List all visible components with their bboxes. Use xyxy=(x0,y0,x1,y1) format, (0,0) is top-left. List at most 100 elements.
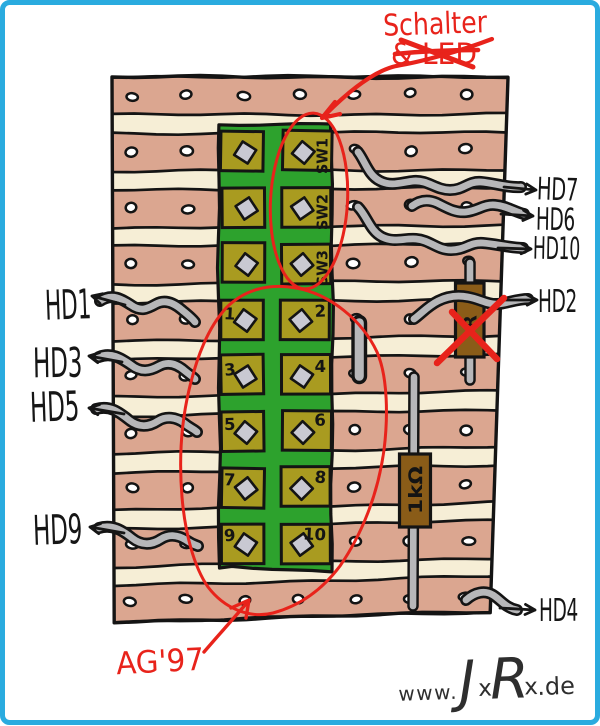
wire-hd6 xyxy=(408,197,528,218)
wire-hd2 xyxy=(410,292,532,323)
board-hole xyxy=(125,482,140,494)
board-hole xyxy=(457,142,473,155)
board-hole xyxy=(458,479,473,490)
annotation-schalter: Schalter xyxy=(383,5,489,44)
wire-hd1 xyxy=(96,293,199,326)
board-hole xyxy=(126,314,139,326)
pin-diamond xyxy=(232,140,258,165)
pin-number: 2 xyxy=(314,301,326,321)
label-hd10: HD10 xyxy=(533,231,581,268)
label-hd9: HD9 xyxy=(32,505,83,555)
board-hole xyxy=(122,596,137,608)
ag97-arrow-head xyxy=(229,598,251,620)
pin-diamond xyxy=(290,139,316,166)
board-hole xyxy=(404,255,419,269)
switch-label: SW2 xyxy=(314,194,332,230)
watermark: www. J x R x .de xyxy=(398,646,575,715)
board-hole xyxy=(236,90,252,102)
label-hd4: HD4 xyxy=(539,593,578,629)
board-hole xyxy=(349,594,363,605)
label-hd5: HD5 xyxy=(29,382,80,432)
pin-diamond xyxy=(289,251,315,278)
label-hd6: HD6 xyxy=(536,202,576,239)
pin-diamond xyxy=(288,475,315,502)
board-hole xyxy=(180,204,196,215)
label-hd3: HD3 xyxy=(33,339,83,388)
board-hole xyxy=(292,88,308,101)
arrow-hd10 xyxy=(496,242,533,256)
wire-hd10 xyxy=(354,203,527,254)
arrow-hd3 xyxy=(87,351,124,365)
pin-diamond xyxy=(290,419,316,446)
board-hole xyxy=(403,87,417,99)
pin-diamond xyxy=(288,307,314,334)
arrow-hd9 xyxy=(88,522,126,536)
schalter-arrow-head xyxy=(319,99,343,121)
pin-number: 4 xyxy=(314,357,326,376)
pin-diamond xyxy=(289,531,315,558)
arrow-hd7 xyxy=(502,182,538,196)
board-hole xyxy=(459,424,474,437)
watermark-r: R xyxy=(489,646,530,712)
board-hole xyxy=(125,91,140,103)
board-hole xyxy=(346,481,362,493)
board-hole xyxy=(181,482,195,494)
pin-number: 6 xyxy=(314,410,326,430)
pin-diamond xyxy=(233,419,259,446)
board-hole xyxy=(178,593,194,604)
resistor-cross-stroke-2 xyxy=(448,308,501,363)
copper-strip xyxy=(110,73,510,118)
pin-diamond xyxy=(289,196,315,221)
wires xyxy=(90,146,534,616)
label-hd7: HD7 xyxy=(536,171,578,208)
board-hole xyxy=(348,423,362,436)
pin-header-labels: HD1 HD3 HD5 HD9 HD7 HD6 HD10 HD2 HD4 xyxy=(29,171,580,629)
pin-diamond xyxy=(232,307,258,334)
board-hole xyxy=(179,89,193,101)
resistor-1k-body xyxy=(397,452,433,529)
pin-diamond xyxy=(233,532,259,557)
watermark-www: www. xyxy=(398,680,458,706)
pin-diamond xyxy=(233,475,259,502)
pin-number: 10 xyxy=(303,524,327,544)
label-hd1: HD1 xyxy=(44,280,92,330)
arrow-hd2 xyxy=(500,293,539,307)
pin-diamond xyxy=(234,252,260,278)
pin-number: 9 xyxy=(223,525,236,545)
watermark-x2: x xyxy=(524,674,539,700)
pin-diamond xyxy=(234,196,260,221)
resistor-1k: 1kΩ xyxy=(397,371,433,612)
board-hole xyxy=(461,536,477,547)
pin-number: 8 xyxy=(314,467,327,487)
watermark-x1: x xyxy=(478,676,493,702)
arrow-hd6 xyxy=(499,208,535,222)
board-hole xyxy=(345,257,361,270)
switch-label: SW1 xyxy=(314,138,332,174)
board-hole xyxy=(124,427,138,440)
pin-number: 3 xyxy=(223,360,236,380)
callout-arrows xyxy=(87,182,539,616)
wire-hd7 xyxy=(354,148,525,194)
wire-hd3 xyxy=(95,351,199,383)
annotation-ag97: AG'97 xyxy=(115,642,205,683)
arrow-hd4 xyxy=(498,603,537,616)
board-hole xyxy=(124,257,138,270)
pin-group-circle xyxy=(179,284,388,617)
pin-number: 7 xyxy=(224,470,236,489)
led-strikethrough xyxy=(392,47,481,57)
pin-number: 5 xyxy=(224,415,236,434)
board-hole xyxy=(404,145,418,158)
label-hd2: HD2 xyxy=(538,284,577,320)
red-annotations: Schalter & LED AG'97 xyxy=(115,5,508,683)
board-hole xyxy=(179,145,195,157)
led-cross-stroke xyxy=(398,37,476,70)
pin-diamond xyxy=(233,364,258,389)
arrow-hd5 xyxy=(87,403,126,417)
board-hole xyxy=(459,88,474,101)
pin-diamond xyxy=(289,364,315,389)
board-hole xyxy=(124,201,138,214)
wire-hd4 xyxy=(462,588,521,614)
ag97-arrow-line xyxy=(202,602,248,654)
